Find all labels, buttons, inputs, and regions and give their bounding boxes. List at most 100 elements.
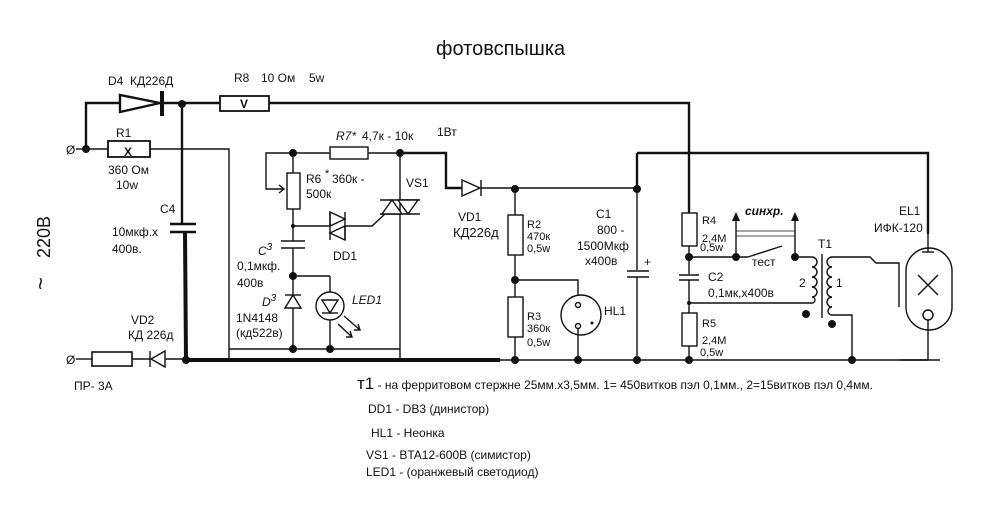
potentiometer-r6 xyxy=(286,172,301,210)
fuse xyxy=(91,351,133,367)
junction-dot xyxy=(848,356,856,364)
dd1-label: DD1 xyxy=(333,249,357,263)
r7-power: 1Вт xyxy=(437,125,457,139)
c3-voltage: 400в xyxy=(237,276,263,290)
vs1-label: VS1 xyxy=(406,176,429,190)
diode-vd2 xyxy=(149,349,166,369)
transformer-t1 xyxy=(811,254,833,318)
r3-power: 0,5w xyxy=(527,337,550,349)
r4-value: 2,4М xyxy=(702,233,726,245)
d3-alt: (кд522в) xyxy=(236,326,283,340)
note-vs1: VS1 - BTA12-600B (симистор) xyxy=(366,448,531,462)
junction-dot xyxy=(574,356,582,364)
supply-voltage-label: 220В xyxy=(34,216,54,258)
r8-value: 10 Ом xyxy=(261,71,295,85)
c1-label: C1 xyxy=(596,207,612,221)
capacitor-c4 xyxy=(170,222,196,234)
r6-value2: 500к xyxy=(306,187,332,201)
sync-arrow-icon xyxy=(791,212,799,221)
sync-arrow-icon xyxy=(732,212,740,221)
c1-value2: 1500Мкф xyxy=(577,239,629,253)
capacitor-c3 xyxy=(281,240,305,249)
triac-vs1 xyxy=(380,198,420,216)
r6-star: * xyxy=(325,168,330,180)
r1-value: 360 Ом xyxy=(108,163,149,177)
junction-dot xyxy=(685,356,693,364)
note-hl1: HL1 - Неонка xyxy=(371,426,445,440)
r5-label: R5 xyxy=(702,318,716,330)
r2-value: 470к xyxy=(527,231,550,243)
note-t1: т1 - на ферритовом стержне 25мм.х3,5мм. … xyxy=(357,374,873,393)
el1-value: ИФК-120 xyxy=(874,221,923,235)
wire xyxy=(84,101,120,149)
terminal-bottom-icon: Ø xyxy=(66,353,75,367)
junction-dot xyxy=(511,356,519,364)
resistor-r5 xyxy=(681,312,698,347)
c1-polarity: + xyxy=(644,255,651,269)
c1-value1: 800 - xyxy=(597,223,624,237)
d4-value: КД226Д xyxy=(130,74,173,88)
t1-winding1: 1 xyxy=(836,276,843,290)
wire xyxy=(265,152,293,190)
note-dd1: DD1 - DB3 (динистор) xyxy=(368,402,489,416)
junction-dot xyxy=(633,356,641,364)
r5-power: 0,5w xyxy=(700,347,723,359)
winding-dot xyxy=(828,320,836,328)
wire xyxy=(345,213,386,227)
terminal-top-icon: Ø xyxy=(66,143,75,157)
schematic-title: фотовспышка xyxy=(436,38,566,60)
resistor-r7 xyxy=(329,146,369,160)
r4-label: R4 xyxy=(702,215,716,227)
r8-mark: V xyxy=(240,97,248,111)
r6-value1: 360к - xyxy=(332,172,365,186)
t1-winding2: 2 xyxy=(799,276,806,290)
r3-value: 360к xyxy=(527,323,550,335)
wire xyxy=(183,231,188,361)
vd1-value: КД226д xyxy=(453,225,499,240)
sync-label[interactable]: синхр. xyxy=(745,204,784,218)
r8-power: 5w xyxy=(309,71,325,85)
r4-power: 0,5w xyxy=(700,242,723,254)
wiper-arrow-icon xyxy=(278,184,286,194)
d3-value: 1N4148 xyxy=(236,311,278,325)
c2-label: C2 xyxy=(708,270,724,284)
wire xyxy=(269,101,691,213)
flash-tube-el1 xyxy=(905,234,953,360)
test-switch-label: тест xyxy=(752,255,776,269)
c2-value: 0,1мк,х400в xyxy=(708,286,774,300)
led-led1 xyxy=(315,291,361,338)
wire xyxy=(637,151,930,234)
resistor-r4 xyxy=(681,212,698,247)
fuse-label: ПР- 3А xyxy=(74,379,113,393)
r2-label: R2 xyxy=(527,219,541,231)
capacitor-c2 xyxy=(679,274,699,281)
diode-d3 xyxy=(283,293,303,309)
wire xyxy=(150,148,230,359)
diode-vd1 xyxy=(461,178,482,198)
vd2-label: VD2 xyxy=(131,313,155,327)
c4-label: C4 xyxy=(160,202,176,216)
c4-voltage: 400в. xyxy=(112,242,142,256)
dinistor-dd1 xyxy=(328,210,347,242)
diode-d4 xyxy=(118,91,164,116)
winding-dot xyxy=(802,310,810,318)
led1-label: LED1 xyxy=(352,293,382,307)
trigger-wire xyxy=(832,256,900,307)
r1-power: 10w xyxy=(116,178,138,192)
c4-value: 10мкф.х xyxy=(112,225,158,239)
r8-label: R8 xyxy=(234,71,250,85)
r2-power: 0,5w xyxy=(527,243,550,255)
test-switch[interactable] xyxy=(747,245,783,258)
r3-label: R3 xyxy=(527,311,541,323)
c3-label: C3 xyxy=(258,242,273,258)
r7-value: 4,7к - 10к xyxy=(362,129,414,143)
resistor-r2 xyxy=(507,214,524,256)
c3-value: 0,1мкф. xyxy=(237,259,280,273)
resistor-r3 xyxy=(507,296,524,338)
t1-label: T1 xyxy=(818,237,832,251)
d3-label: D3 xyxy=(262,293,277,309)
r5-value: 2,4М xyxy=(702,335,726,347)
neon-lamp-hl1 xyxy=(560,294,602,336)
hl1-label: HL1 xyxy=(604,304,626,318)
